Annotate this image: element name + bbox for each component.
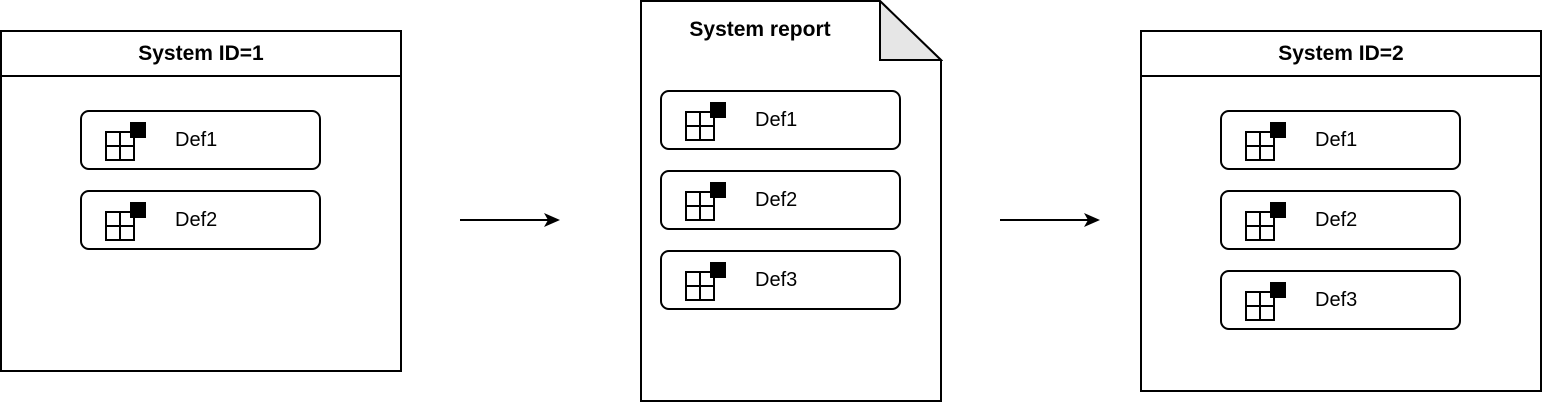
def-card-report-3[interactable]: Def3 [660,250,901,310]
component-icon [1245,282,1286,321]
def-card-report-1[interactable]: Def1 [660,90,901,150]
def-label: Def3 [1315,288,1358,311]
def-card-left-2[interactable]: Def2 [80,190,321,250]
def-label: Def1 [755,108,798,131]
component-icon [685,182,726,221]
component-icon [1245,122,1286,161]
component-icon [1245,202,1286,241]
def-label: Def2 [755,188,798,211]
component-icon [685,102,726,141]
def-card-right-1[interactable]: Def1 [1220,110,1461,170]
def-card-right-3[interactable]: Def3 [1220,270,1461,330]
def-label: Def2 [1315,208,1358,231]
system-title-right: System ID=2 [1142,32,1540,77]
def-label: Def1 [1315,128,1358,151]
component-icon [685,262,726,301]
def-card-report-2[interactable]: Def2 [660,170,901,230]
def-label: Def1 [175,128,218,151]
component-icon [105,122,146,161]
component-icon [105,202,146,241]
def-label: Def2 [175,208,218,231]
arrow-report-to-right [1000,213,1100,227]
system-title-left: System ID=1 [2,32,400,77]
def-card-right-2[interactable]: Def2 [1220,190,1461,250]
def-card-left-1[interactable]: Def1 [80,110,321,170]
report-title: System report [689,18,831,41]
def-label: Def3 [755,268,798,291]
arrow-left-to-report [460,213,560,227]
